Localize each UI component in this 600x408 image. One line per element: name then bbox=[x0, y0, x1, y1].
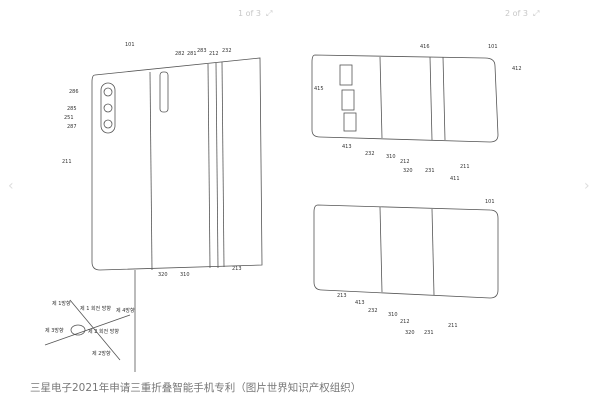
ref-label: 231 bbox=[425, 168, 435, 174]
ref-label: 286 bbox=[69, 89, 79, 95]
ref-label: 251 bbox=[64, 115, 74, 121]
figure-right-top bbox=[311, 54, 499, 143]
ref-label: 411 bbox=[450, 176, 460, 182]
counter-text: 1 of 3 bbox=[238, 9, 261, 18]
ref-label: 281 bbox=[187, 51, 197, 57]
ref-label: 232 bbox=[368, 308, 378, 314]
ref-label: 213 bbox=[232, 266, 242, 272]
ref-label: 310 bbox=[386, 154, 396, 160]
ref-label: 287 bbox=[67, 124, 77, 130]
figure-left-labels: 101 286 285 251 287 282 281 283 212 232 … bbox=[45, 42, 242, 357]
ref-label: 282 bbox=[175, 51, 185, 57]
axis-label: 제 4방향 bbox=[116, 307, 135, 314]
ref-label: 211 bbox=[460, 164, 470, 170]
slide-counter-1: 1 of 3 ⤢ bbox=[238, 9, 272, 19]
ref-label: 320 bbox=[158, 272, 168, 278]
axis-label: 제 2방향 bbox=[92, 350, 111, 357]
axis-label: 제 1 회전 방향 bbox=[80, 305, 111, 312]
ref-label: 412 bbox=[512, 66, 522, 72]
figure-right-bottom bbox=[313, 204, 499, 299]
ref-label: 231 bbox=[424, 330, 434, 336]
ref-label: 320 bbox=[405, 330, 415, 336]
ref-label: 211 bbox=[62, 159, 72, 165]
ref-label: 101 bbox=[485, 199, 495, 205]
expand-icon[interactable]: ⤢ bbox=[532, 9, 540, 18]
chevron-left-icon[interactable]: ‹ bbox=[8, 178, 14, 194]
axis-label: 제 3방향 bbox=[45, 327, 64, 334]
ref-label: 310 bbox=[180, 272, 190, 278]
ref-label: 413 bbox=[355, 300, 365, 306]
ref-label: 101 bbox=[488, 44, 498, 50]
slide-counter-2: 2 of 3 ⤢ bbox=[505, 9, 539, 19]
chevron-right-icon[interactable]: › bbox=[584, 178, 590, 194]
ref-label: 320 bbox=[403, 168, 413, 174]
ref-label: 413 bbox=[342, 144, 352, 150]
axis-label: 제 2 회전 방향 bbox=[88, 328, 119, 335]
ref-label: 212 bbox=[400, 159, 410, 165]
ref-label: 213 bbox=[337, 293, 347, 299]
ref-label: 232 bbox=[222, 48, 232, 54]
ref-label: 285 bbox=[67, 106, 77, 112]
ref-label: 310 bbox=[388, 312, 398, 318]
ref-label: 416 bbox=[420, 44, 430, 50]
image-caption: 三星电子2021年申请三重折叠智能手机专利（图片世界知识产权组织） bbox=[30, 382, 362, 394]
counter-text: 2 of 3 bbox=[505, 9, 528, 18]
figure-left bbox=[44, 57, 263, 372]
ref-label: 415 bbox=[314, 86, 324, 92]
expand-icon[interactable]: ⤢ bbox=[265, 9, 273, 18]
axis-label: 제 1방향 bbox=[52, 300, 71, 307]
ref-label: 101 bbox=[125, 42, 135, 48]
ref-label: 232 bbox=[365, 151, 375, 157]
ref-label: 212 bbox=[400, 319, 410, 325]
ref-label: 212 bbox=[209, 51, 219, 57]
figure-right-top-labels: 416 101 412 415 413 232 310 212 320 231 … bbox=[314, 44, 522, 182]
ref-label: 211 bbox=[448, 323, 458, 329]
figure-right-bottom-labels: 101 213 413 232 310 212 320 231 211 bbox=[337, 199, 495, 336]
ref-label: 283 bbox=[197, 48, 207, 54]
